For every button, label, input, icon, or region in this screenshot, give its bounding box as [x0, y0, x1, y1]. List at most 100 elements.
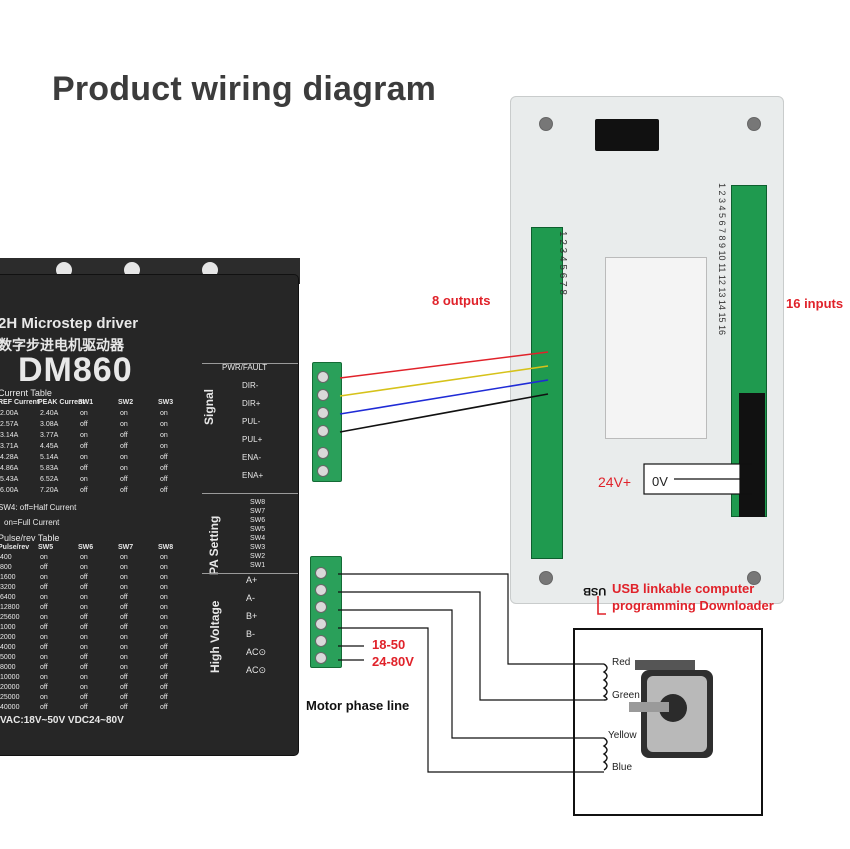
- pulse-table-cell: on: [40, 594, 48, 601]
- current-table-cell: 4.86A: [0, 465, 19, 472]
- current-table-cell: off: [120, 443, 128, 450]
- current-table-cell: off: [120, 487, 128, 494]
- pulse-table-cell: off: [80, 574, 88, 581]
- current-table-cell: on: [80, 410, 88, 417]
- plc-controller: 1 2 3 4 5 6 7 8 1 2 3 4 5 6 7 8 9 10 11 …: [510, 96, 784, 604]
- current-table-cell: off: [160, 487, 168, 494]
- current-table-cell: on: [120, 421, 128, 428]
- pulse-table-cell: on: [120, 554, 128, 561]
- pulse-table-cell: on: [40, 574, 48, 581]
- signal-pin-label: DIR-: [242, 381, 259, 390]
- pulse-table-cell: on: [160, 614, 168, 621]
- pulse-table-cell: off: [120, 614, 128, 621]
- inputs-label: 16 inputs: [786, 296, 844, 311]
- power-pin-label: B-: [246, 629, 255, 639]
- wire-label-red: Red: [612, 657, 631, 668]
- v0-label: 0V: [652, 474, 668, 489]
- coil-b: [602, 737, 608, 771]
- motor-box: [573, 628, 763, 816]
- current-table-cell: 3.77A: [40, 432, 59, 439]
- pulse-table-header: SW7: [118, 544, 134, 551]
- pulse-table-cell: 12800: [0, 604, 20, 611]
- current-table-header: PEAK Current: [38, 399, 85, 406]
- sw-label: SW3: [250, 544, 266, 551]
- pulse-table-cell: 10000: [0, 674, 20, 681]
- current-table-cell: 2.57A: [0, 421, 19, 428]
- stepper-driver: 2H Microstep driver 数字步进电机驱动器 DM860 Curr…: [0, 275, 298, 755]
- pulse-table-cell: on: [120, 584, 128, 591]
- sw-label: SW6: [250, 517, 266, 524]
- pulse-table-cell: off: [40, 624, 48, 631]
- current-table-cell: off: [120, 432, 128, 439]
- current-table-cell: off: [160, 454, 168, 461]
- pulse-table-cell: off: [80, 664, 88, 671]
- pulse-table-cell: off: [40, 704, 48, 711]
- pulse-table-cell: off: [120, 624, 128, 631]
- current-table-cell: on: [160, 421, 168, 428]
- motor-shaft: [629, 702, 669, 712]
- sw-label: SW5: [250, 526, 266, 533]
- pulse-table-cell: on: [160, 594, 168, 601]
- wire-label-blue: Blue: [612, 762, 633, 773]
- current-table-cell: 2.40A: [40, 410, 59, 417]
- pulse-table-cell: off: [120, 704, 128, 711]
- phase-wire-a-minus: [338, 591, 604, 701]
- pulse-table-cell: off: [40, 604, 48, 611]
- pulse-table-cell: 40000: [0, 704, 20, 711]
- current-table-cell: on: [160, 432, 168, 439]
- current-table-cell: 5.83A: [40, 465, 59, 472]
- pulse-table-cell: on: [80, 564, 88, 571]
- driver-header: 2H Microstep driver: [0, 315, 139, 332]
- output-terminal-block: [531, 227, 563, 559]
- pulse-table-cell: 20000: [0, 684, 20, 691]
- pulse-table-cell: 8000: [0, 664, 16, 671]
- pulse-table-cell: off: [160, 654, 168, 661]
- sw4-note: SW4: off=Half Current: [0, 503, 77, 512]
- signal-pin-label: ENA+: [242, 471, 264, 480]
- current-table-cell: 6.00A: [0, 487, 19, 494]
- pulse-table-cell: 3200: [0, 584, 16, 591]
- pulse-table-cell: on: [80, 674, 88, 681]
- pulse-table-cell: on: [120, 654, 128, 661]
- driver-mount-hole: [56, 262, 72, 278]
- pulse-table-cell: 1600: [0, 574, 16, 581]
- driver-mount-hole: [202, 262, 218, 278]
- current-table-cell: on: [160, 410, 168, 417]
- sw-label: SW2: [250, 553, 266, 560]
- current-table-cell: 6.52A: [40, 476, 59, 483]
- range-24-80: 24-80V: [372, 654, 414, 669]
- motor-phase-label: Motor phase line: [306, 698, 410, 713]
- controller-label-sticker: [605, 257, 707, 439]
- usb-line1: USB linkable computer: [612, 581, 755, 596]
- current-table-cell: off: [120, 476, 128, 483]
- current-table-cell: on: [120, 454, 128, 461]
- pulse-table-cell: on: [40, 674, 48, 681]
- sw-label: SW4: [250, 535, 266, 542]
- pulse-table-cell: on: [120, 574, 128, 581]
- pulse-table-cell: on: [120, 644, 128, 651]
- current-table-cell: 3.14A: [0, 432, 19, 439]
- pulse-table-cell: on: [40, 694, 48, 701]
- sw4-note-2: on=Full Current: [4, 518, 60, 527]
- driver-chinese-name: 数字步进电机驱动器: [0, 337, 124, 353]
- driver-model: DM860: [18, 351, 133, 389]
- pulse-table-cell: on: [40, 654, 48, 661]
- power-terminal-block: [310, 556, 342, 668]
- current-table-cell: 3.71A: [0, 443, 19, 450]
- pulse-table-header: SW6: [78, 544, 94, 551]
- pulse-table-cell: 5000: [0, 654, 16, 661]
- pulse-table-cell: on: [40, 634, 48, 641]
- current-table-cell: off: [80, 443, 88, 450]
- signal-terminal-block: [312, 362, 342, 482]
- pulse-table-header: Pulse/rev: [0, 544, 30, 551]
- current-table-header: SW3: [158, 399, 174, 406]
- power-pin-label: AC⊙: [246, 665, 267, 675]
- current-table-header: REF Current: [0, 399, 40, 406]
- sw-label: SW7: [250, 508, 266, 515]
- pulse-table-cell: 4000: [0, 644, 16, 651]
- pulse-table-cell: 6400: [0, 594, 16, 601]
- current-table-cell: on: [80, 476, 88, 483]
- pulse-table-cell: on: [40, 554, 48, 561]
- pulse-table-cell: off: [120, 684, 128, 691]
- current-table-cell: off: [160, 465, 168, 472]
